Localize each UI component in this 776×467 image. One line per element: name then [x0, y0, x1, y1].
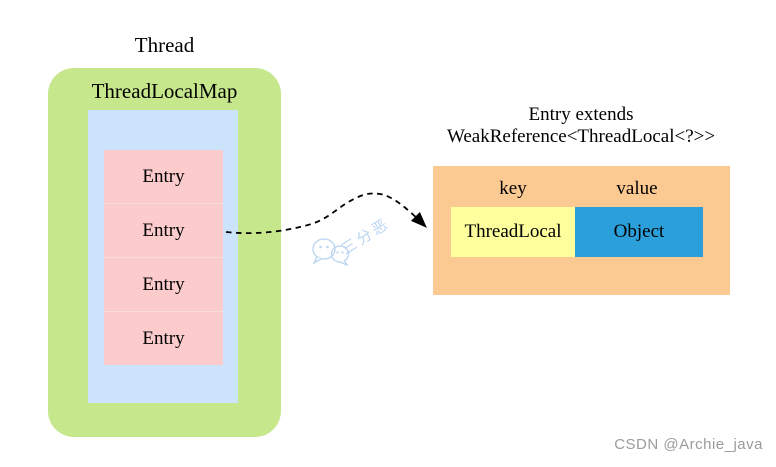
entry-extends-title: Entry extends WeakReference<ThreadLocal<…	[416, 104, 746, 148]
entry-extends-line1: Entry extends	[528, 104, 634, 125]
thread-title: Thread	[134, 33, 195, 57]
entry-cell: Entry	[142, 165, 185, 187]
value-box: Object	[575, 207, 703, 257]
entry-cell: Entry	[104, 257, 223, 311]
entry-detail-box: key value ThreadLocal Object	[433, 166, 730, 295]
key-label: key	[499, 178, 527, 199]
key-box: ThreadLocal	[451, 207, 575, 257]
csdn-watermark: CSDN @Archie_java	[614, 436, 763, 453]
value-label: value	[616, 178, 658, 199]
sanfen-watermark: 三分恶	[338, 215, 394, 259]
entry-cell: Entry	[104, 203, 223, 257]
entry-cell: Entry	[104, 311, 223, 365]
entry-extends-line2: WeakReference<ThreadLocal<?>>	[446, 126, 716, 147]
entry-table: Entry Entry Entry Entry	[104, 150, 223, 365]
threadlocalmap-title: ThreadLocalMap	[91, 79, 238, 103]
wechat-bubbles-icon	[312, 238, 350, 267]
